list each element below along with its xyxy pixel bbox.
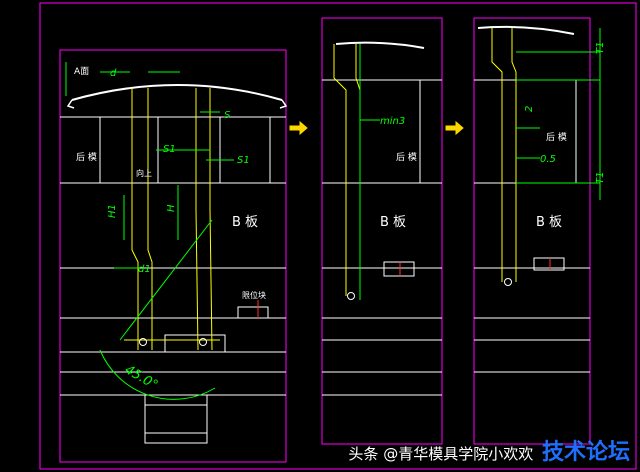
pin-left xyxy=(139,338,147,346)
lifter-left xyxy=(131,88,153,350)
panel-2-ejected: min3 后 模 B 板 xyxy=(321,17,443,445)
forum-logo-icon: 技术论坛 xyxy=(541,440,630,465)
label-s: S xyxy=(224,110,231,121)
label-05: 0.5 xyxy=(540,154,556,165)
label-s1-left: S1 xyxy=(163,144,176,155)
watermark: 头条 @青华模具学院小欢欢 技术论坛 xyxy=(348,434,630,466)
pin-right xyxy=(199,338,207,346)
watermark-author: @青华模具学院小欢欢 xyxy=(383,445,534,463)
label-s1-right: S1 xyxy=(237,155,250,166)
label-t1-bottom: T1 xyxy=(595,172,606,184)
label-rear-mold: 后 模 xyxy=(546,132,567,143)
label-angle: 45.0° xyxy=(122,362,160,393)
label-d: d xyxy=(110,68,117,79)
panel2-boundary xyxy=(321,17,443,445)
label-rear-mold: 后 模 xyxy=(76,152,97,163)
panel-1-original: A面 d S S1 S1 后 模 向上 H1 H B 板 d1 限位块 45.0… xyxy=(59,49,288,463)
label-b-plate: B 板 xyxy=(232,215,258,230)
panel1-boundary xyxy=(59,49,287,463)
arrow-right-icon xyxy=(289,120,308,136)
panel3-boundary xyxy=(473,17,591,445)
label-rear-mold: 后 模 xyxy=(396,152,417,163)
label-up: 向上 xyxy=(136,168,152,178)
label-t1-top: T1 xyxy=(595,42,606,54)
drawing-frame xyxy=(39,2,637,470)
label-d1: d1 xyxy=(138,264,151,275)
lifter-right xyxy=(195,88,213,351)
label-b-plate: B 板 xyxy=(380,215,406,230)
label-h: H xyxy=(166,204,177,212)
label-h1: H1 xyxy=(107,204,118,218)
arrow-right-icon xyxy=(445,120,464,136)
label-2: 2 xyxy=(524,106,535,112)
watermark-source: 头条 xyxy=(348,445,379,463)
label-b-plate: B 板 xyxy=(536,215,562,230)
panel-3-released: T1 2 后 模 0.5 T1 B 板 xyxy=(473,17,606,445)
product-shell xyxy=(71,84,283,101)
label-pressure-block: 限位块 xyxy=(242,290,266,300)
label-min3: min3 xyxy=(380,116,405,127)
label-a-face: A面 xyxy=(74,66,89,77)
